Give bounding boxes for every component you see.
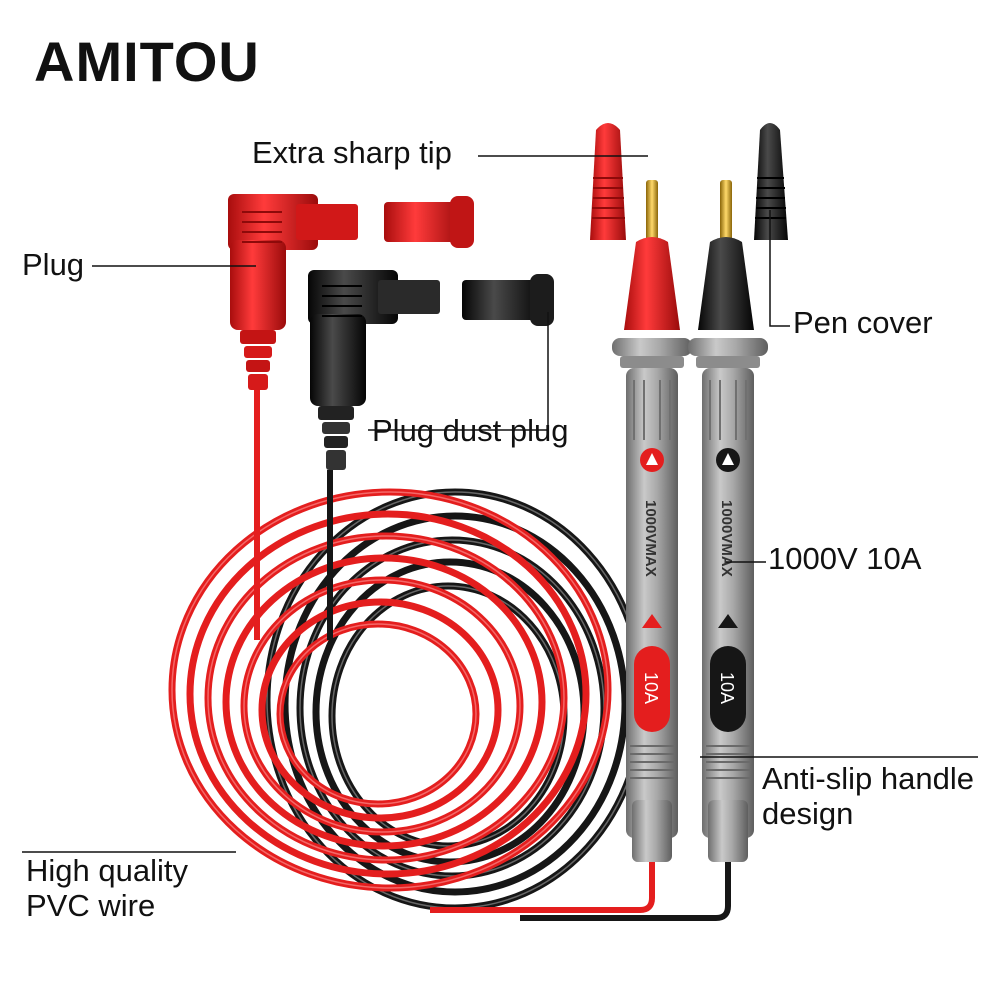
label-pen-cover: Pen cover — [793, 305, 933, 340]
black-plug — [308, 270, 440, 470]
label-pvc-line-2: PVC wire — [26, 887, 156, 923]
black-pen-cover — [754, 123, 788, 240]
black-probe: 1000VMAX 10A — [688, 128, 768, 862]
callout-lines — [22, 155, 978, 853]
label-plug-dust-plug: Plug dust plug — [372, 413, 569, 448]
red-pen-cover — [590, 123, 626, 240]
red-dust-plug — [384, 196, 474, 248]
red-probe-lead — [430, 860, 655, 913]
label-rating: 1000V 10A — [768, 541, 922, 576]
red-plug — [228, 194, 358, 390]
label-extra-sharp-tip: Extra sharp tip — [252, 135, 452, 170]
label-pvc-wire: High quality PVC wire — [26, 853, 246, 923]
black-probe-lead — [520, 860, 731, 921]
svg-text:1000VMAX: 1000VMAX — [718, 500, 735, 577]
svg-text:10A: 10A — [641, 672, 661, 704]
label-plug: Plug — [22, 247, 85, 282]
svg-text:10A: 10A — [717, 672, 737, 704]
red-probe: 1000VMAX 10A — [612, 128, 692, 862]
label-anti-slip-line-1: Anti-slip handle — [762, 761, 974, 796]
label-anti-slip-line-2: design — [762, 795, 854, 831]
label-pvc-line-1: High quality — [26, 853, 188, 888]
label-anti-slip-handle: Anti-slip handle design — [762, 761, 992, 831]
brand-logo: AMITOU — [34, 30, 260, 93]
black-dust-plug — [462, 274, 554, 326]
svg-text:1000VMAX: 1000VMAX — [642, 500, 659, 577]
